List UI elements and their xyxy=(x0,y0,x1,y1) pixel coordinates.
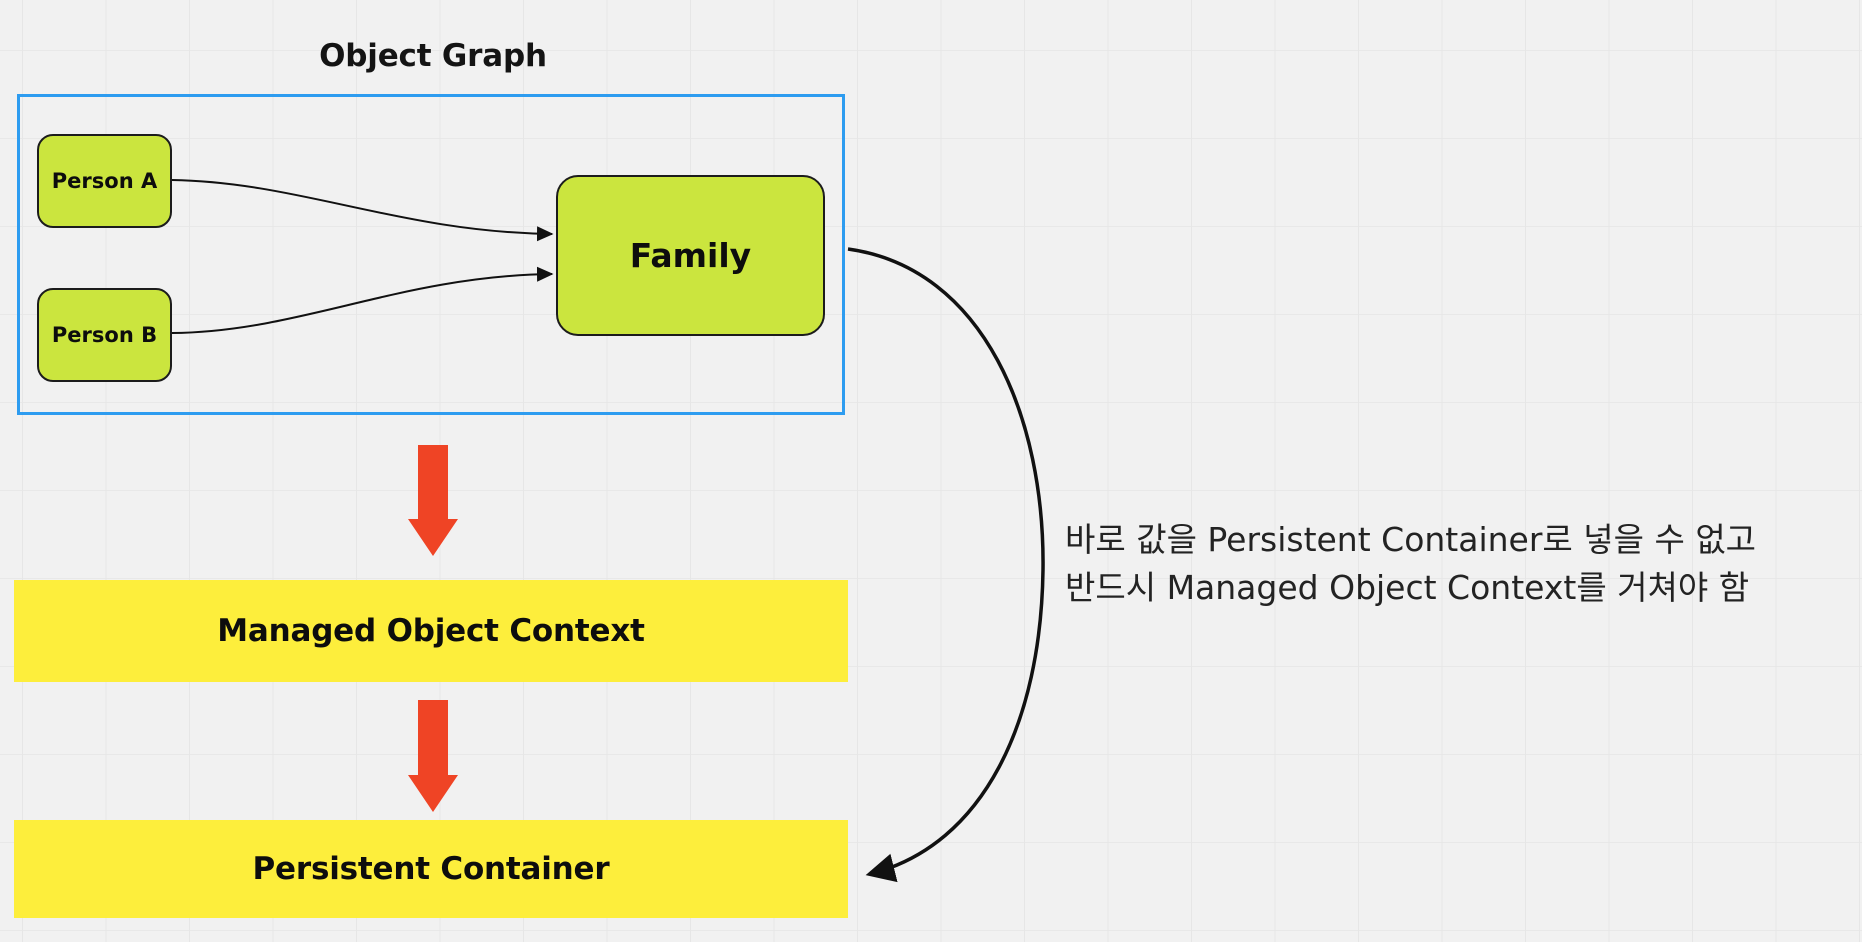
entity-person-a[interactable]: Person A xyxy=(37,134,172,228)
entity-person-b[interactable]: Person B xyxy=(37,288,172,382)
object-graph-group xyxy=(17,94,845,415)
flow-arrow-to-managed-object-context xyxy=(408,445,458,556)
annotation-note-line-1: 바로 값을 Persistent Container로 넣을 수 없고 xyxy=(1065,520,1757,559)
entity-family-label: Family xyxy=(629,236,752,275)
layer-managed-object-context[interactable]: Managed Object Context xyxy=(14,580,848,682)
relation-family-to-persistent-container xyxy=(847,247,1045,883)
entity-person-b-label: Person B xyxy=(51,323,158,347)
layer-persistent-container-label: Persistent Container xyxy=(252,851,610,887)
annotation-note: 바로 값을 Persistent Container로 넣을 수 없고 반드시 … xyxy=(1065,516,1756,612)
entity-family[interactable]: Family xyxy=(556,175,825,336)
layer-persistent-container[interactable]: Persistent Container xyxy=(14,820,848,918)
entity-person-a-label: Person A xyxy=(51,169,158,193)
layer-managed-object-context-label: Managed Object Context xyxy=(217,613,645,649)
page-title: Object Graph xyxy=(319,38,547,74)
flow-arrow-to-persistent-container xyxy=(408,700,458,812)
annotation-note-line-2: 반드시 Managed Object Context를 거쳐야 함 xyxy=(1065,567,1750,607)
